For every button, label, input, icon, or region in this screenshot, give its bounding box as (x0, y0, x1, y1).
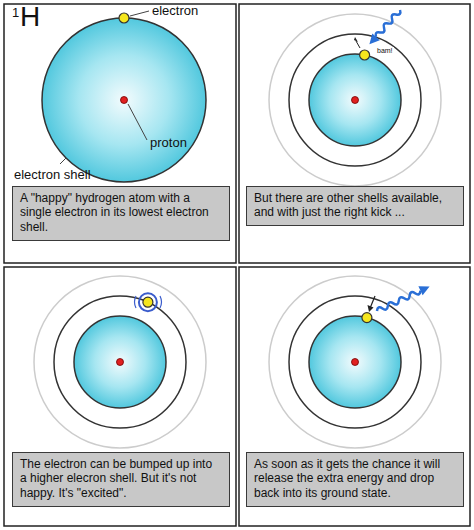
photon-wave (374, 8, 402, 38)
mass-number: 1 (12, 6, 19, 21)
proton-dot (352, 97, 359, 104)
impact-mark (356, 41, 360, 48)
electron-shell (309, 316, 401, 408)
empty-shell (269, 276, 441, 448)
caption-box: A "happy" hydrogen atom with a single el… (12, 186, 230, 241)
drop-arrow (371, 296, 376, 307)
empty-shell (34, 276, 206, 448)
panel-frame (4, 4, 236, 263)
empty-shell (289, 296, 421, 428)
electron-dot (119, 13, 129, 23)
empty-shell (289, 34, 421, 166)
motion-mark (160, 296, 162, 308)
electron-shell (309, 54, 401, 146)
arrow-head (418, 282, 431, 295)
element-symbol: H (20, 1, 40, 33)
electron-dot (362, 313, 372, 323)
excitation-glow (139, 293, 157, 311)
part-label: electron shell (14, 168, 91, 183)
arrow-head (354, 37, 358, 42)
electron-shell (54, 296, 186, 428)
leader-line (130, 11, 149, 16)
part-label: electron (152, 4, 198, 19)
ground-shell (74, 316, 166, 408)
caption-box: But there are other shells available, an… (246, 186, 464, 226)
leader-line (128, 104, 147, 140)
proton-dot (352, 359, 359, 366)
caption-text: The electron can be bumped up into a hig… (20, 457, 222, 500)
part-label: proton (150, 136, 187, 151)
arrow-head (366, 34, 380, 48)
proton-dot (117, 359, 124, 366)
proton-dot (121, 97, 128, 104)
electron-dot (143, 297, 153, 307)
motion-mark (135, 296, 137, 308)
panel-frame (239, 267, 470, 526)
sound-effect: bam! (376, 47, 394, 55)
caption-text: As soon as it gets the chance it will re… (254, 457, 456, 500)
panel-frame (4, 267, 236, 526)
photon-wave (375, 282, 432, 316)
caption-box: The electron can be bumped up into a hig… (12, 452, 230, 507)
leader-line (60, 158, 66, 164)
photon-wave (366, 7, 404, 48)
caption-box: As soon as it gets the chance it will re… (246, 452, 464, 507)
caption-text: A "happy" hydrogen atom with a single el… (20, 191, 222, 234)
empty-shell (269, 14, 441, 186)
arrow-head (368, 305, 374, 312)
caption-text: But there are other shells available, an… (254, 191, 456, 220)
photon-wave (376, 288, 422, 313)
electron-shell (42, 18, 206, 182)
panel-frame (239, 4, 470, 263)
electron-dot (360, 50, 370, 60)
